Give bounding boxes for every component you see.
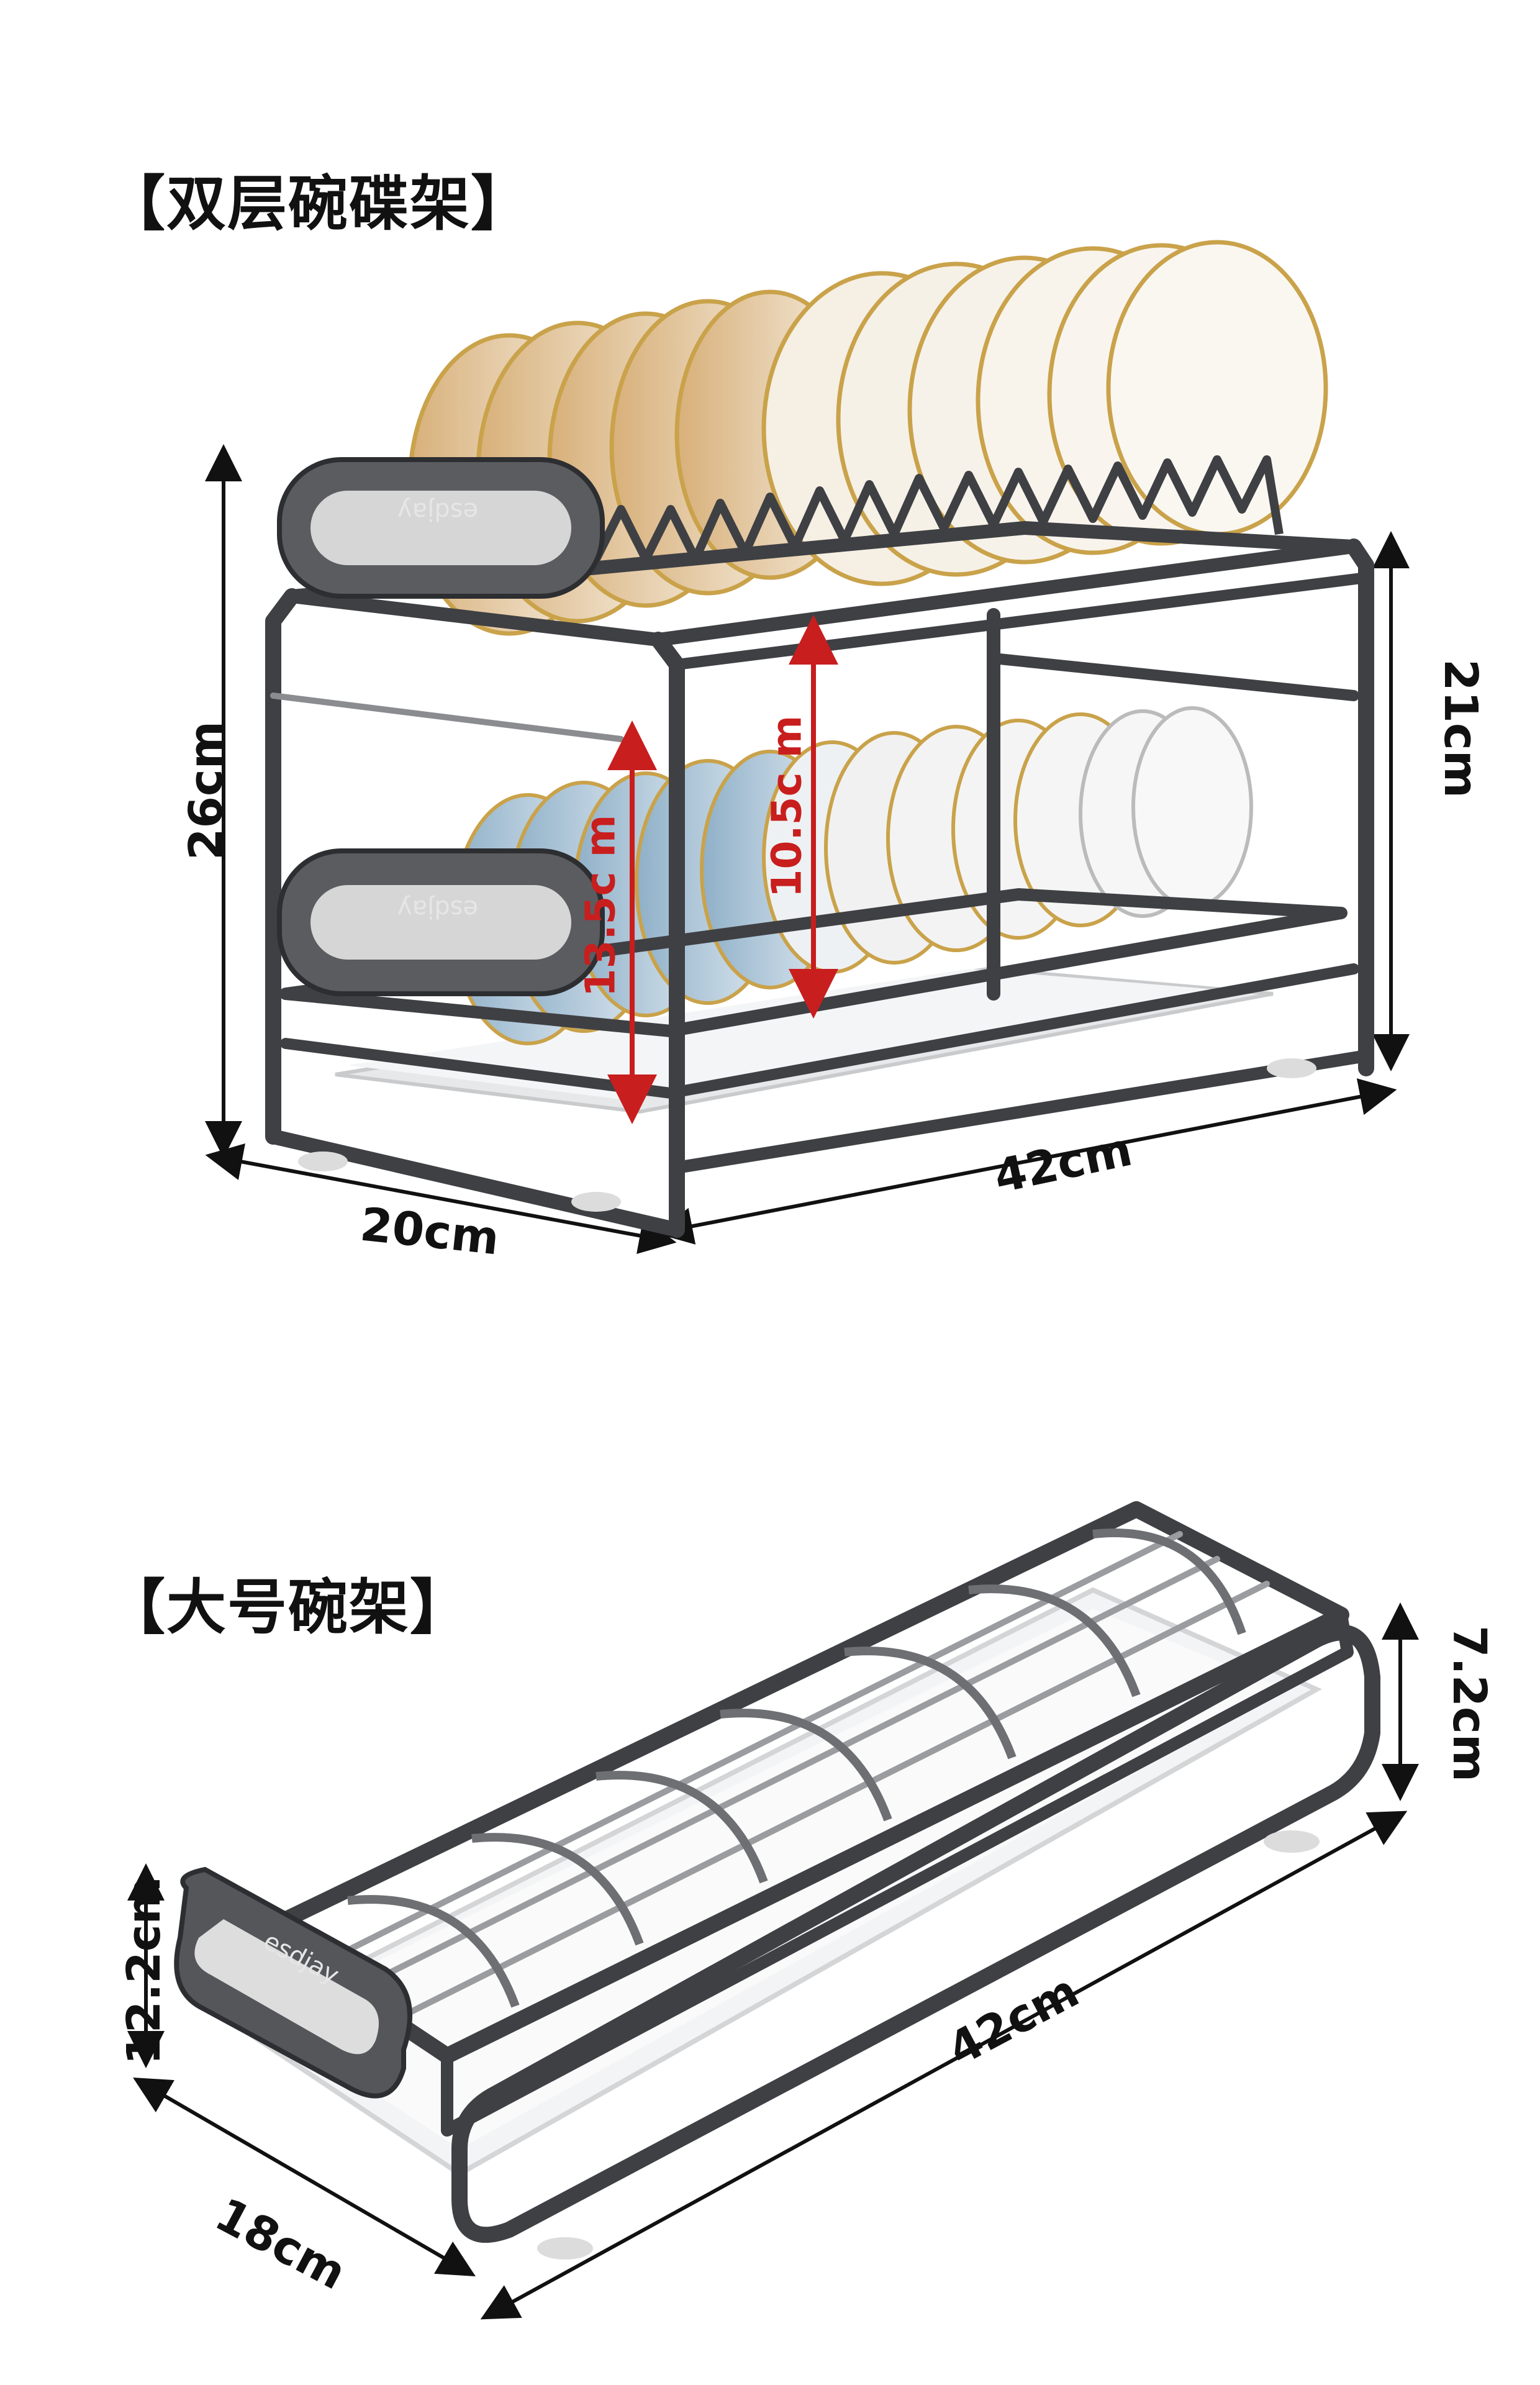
section-title-double-rack: 【双层碗碟架】 [106,169,532,238]
double-layer-dish-rack-illustration [205,240,1410,1255]
handle-left [174,1866,412,2099]
section-title-large-bowl-rack: 【大号碗架】 [106,1573,471,1642]
handle-lower [277,848,605,996]
dim-height-left: 12.2cm [117,1876,171,2065]
handle-right [451,1624,1380,2243]
dimension-lines [205,444,1410,1255]
bowl-holder-arcs [347,1529,1246,2008]
gap-arrows [607,615,838,1124]
dim-height-right-2: 7.2cm [1443,1625,1497,1783]
rack-frame [265,521,1374,1238]
dimension-lines-2 [127,1602,1419,2320]
handle-upper [277,457,605,599]
